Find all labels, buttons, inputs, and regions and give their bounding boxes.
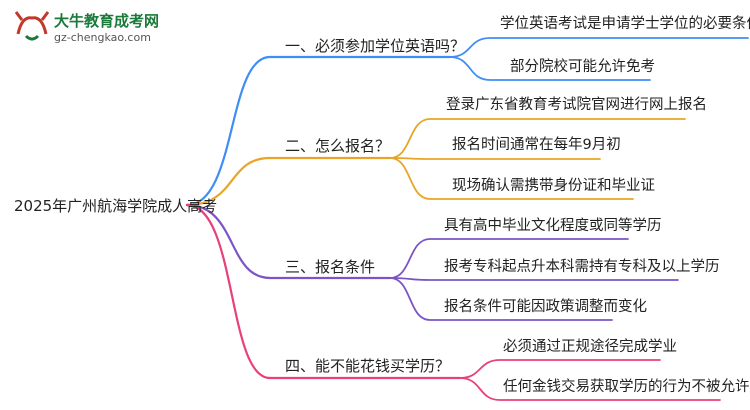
leaf-3-3: 报名条件可能因政策调整而变化 [444,299,647,315]
link-branch-1-leaf-1 [449,37,749,58]
leaf-1-1: 学位英语考试是申请学士学位的必要条件 [500,16,750,32]
link-root-branch-3 [185,203,272,280]
link-branch-2-leaf-1 [389,118,686,159]
leaf-2-3: 现场确认需携带身份证和毕业证 [452,178,655,194]
logo-url: gz-chengkao.com [54,31,151,44]
leaf-4-1: 必须通过正规途径完成学业 [503,339,677,355]
link-branch-3-leaf-3 [389,277,613,321]
leaf-3-2: 报考专科起点升本科需持有专科及以上学历 [444,259,720,275]
leaf-2-2: 报名时间通常在每年9月初 [452,137,621,153]
link-root-branch-4 [185,203,272,380]
branch-4-label: 四、能不能花钱买学历？ [285,357,451,375]
link-branch-3-leaf-1 [389,238,629,279]
link-root-branch-1 [185,55,272,207]
bull-logo-icon [14,11,50,41]
link-branch-1-leaf-2 [449,56,651,81]
leaf-4-2: 任何金钱交易获取学历的行为不被允许 [503,379,750,395]
link-branch-4-leaf-2 [459,377,721,401]
branch-3-label: 三、报名条件 [285,258,376,276]
leaf-3-1: 具有高中毕业文化程度或同等学历 [444,218,662,234]
link-root-branch-2 [185,156,272,207]
link-branch-2-leaf-2 [389,157,601,160]
leaf-1-2: 部分院校可能允许免考 [510,59,655,75]
link-branch-2-leaf-3 [389,157,634,200]
site-logo[interactable]: 大牛教育成考网 gz-chengkao.com [6,4,176,48]
logo-name: 大牛教育成考网 [54,12,160,30]
branch-2-label: 二、怎么报名？ [285,137,391,155]
link-branch-4-leaf-1 [459,359,661,379]
root-node: 2025年广州航海学院成人高考 [14,197,218,215]
branch-1-label: 一、必须参加学位英语吗？ [285,37,466,55]
leaf-2-1: 登录广东省教育考试院官网进行网上报名 [446,97,707,113]
link-branch-3-leaf-2 [389,277,679,281]
